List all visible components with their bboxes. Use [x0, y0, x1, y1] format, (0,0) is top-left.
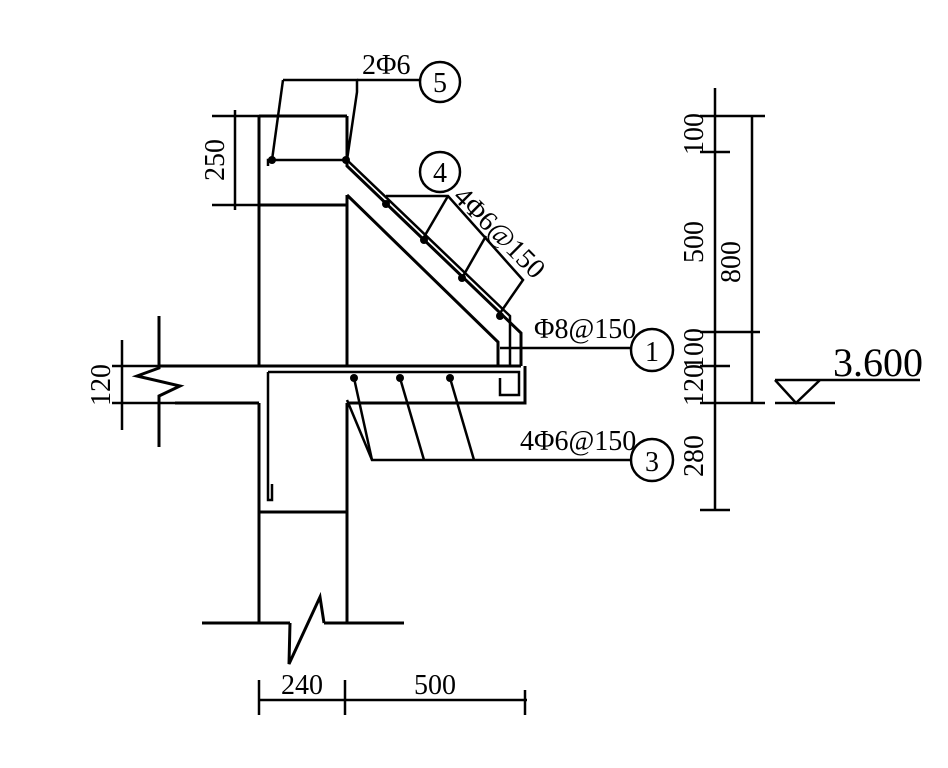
elevation-triangle-icon — [774, 379, 821, 405]
rebar-dot — [396, 374, 404, 382]
rebar-dot — [446, 374, 454, 382]
bar-3-tie — [352, 377, 374, 461]
callout-1-number: 1 — [645, 337, 659, 368]
dim-right-800-label: 800 — [716, 241, 747, 283]
left-dimension-250 — [212, 110, 259, 210]
callout-3-circle — [629, 437, 675, 483]
bar-4-tie — [460, 235, 488, 279]
right-dimensions — [700, 88, 765, 512]
callout-1-rebar: Φ8@150 — [534, 314, 636, 345]
left-dimension-120 — [112, 340, 175, 430]
slab-break-line — [131, 316, 185, 447]
callout-3-number: 3 — [645, 447, 659, 478]
ground-break-symbol — [287, 591, 326, 665]
dim-right-120-label: 120 — [679, 364, 710, 406]
dim-right-100-top-label: 100 — [679, 113, 710, 155]
rebar-dot — [382, 200, 390, 208]
bar-3-tie — [448, 377, 476, 461]
bar-3-tie — [398, 377, 426, 461]
reinforcement — [266, 78, 525, 502]
dim-right-100-mid-label: 100 — [679, 328, 710, 370]
dim-120-label: 120 — [86, 364, 117, 406]
callout-4: 4 4Φ6@150 — [418, 150, 551, 285]
wall-vertical-bar — [266, 372, 274, 502]
slope-main-bar — [346, 159, 512, 366]
rebar-dot — [458, 274, 466, 282]
callout-3: 3 4Φ6@150 — [520, 426, 675, 483]
haunch-outline — [345, 116, 523, 366]
rebar-dot — [496, 312, 504, 320]
slab-top-bar — [268, 370, 521, 397]
dim-500-bottom-label: 500 — [414, 670, 456, 701]
dim-250-label: 250 — [200, 139, 231, 181]
rebar-dot — [420, 236, 428, 244]
callout-4-circle — [418, 150, 462, 194]
callout-4-number: 4 — [433, 158, 447, 189]
callout-3-rebar: 4Φ6@150 — [520, 426, 636, 457]
callout-1-circle — [629, 327, 675, 373]
dim-right-280-label: 280 — [679, 435, 710, 477]
dim-right-500-label: 500 — [679, 221, 710, 263]
dim-240-label: 240 — [281, 670, 323, 701]
bottom-dimensions — [257, 680, 527, 715]
rebar-dot — [342, 156, 350, 164]
callout-5-number: 5 — [433, 68, 447, 99]
callout-5: 5 2Φ6 — [357, 50, 462, 104]
callout-1: 1 Φ8@150 — [525, 314, 675, 373]
rebar-dot — [268, 156, 276, 164]
bar-4-tie — [422, 195, 450, 238]
rebar-dots — [268, 156, 504, 382]
bar-3-extent — [345, 399, 523, 462]
callout-5-circle — [418, 60, 462, 104]
bar-5-top-hook — [266, 78, 359, 166]
bar-5-leader — [270, 79, 285, 161]
elevation-mark — [774, 378, 920, 405]
callout-5-rebar: 2Φ6 — [362, 50, 410, 81]
elevation-value: 3.600 — [833, 340, 923, 385]
rebar-dot — [350, 374, 358, 382]
concrete-outline — [131, 114, 527, 665]
